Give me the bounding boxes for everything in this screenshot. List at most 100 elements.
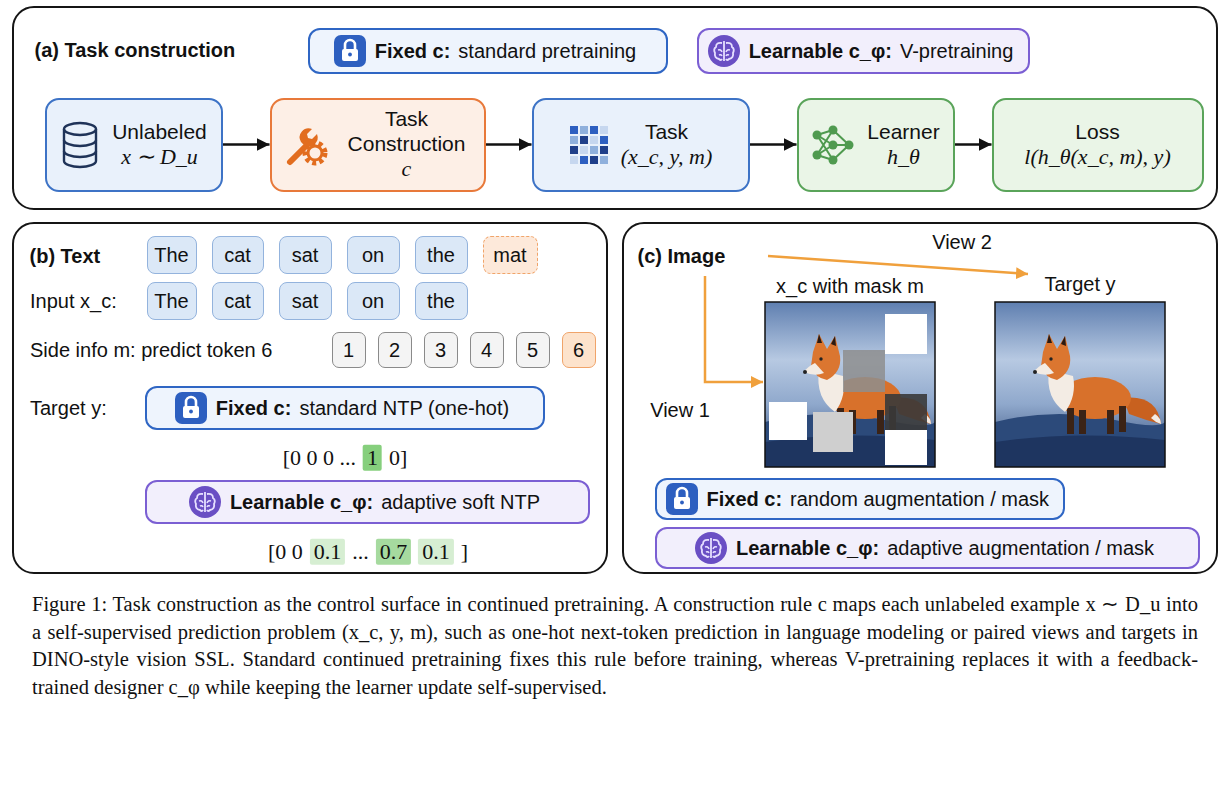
token-text: 1 <box>343 338 354 362</box>
vector-entry: ... <box>352 539 369 565</box>
learnable-rule-box: Learnable c_φ:adaptive augmentation / ma… <box>655 527 1200 569</box>
box-formula: (x_c, y, m) <box>621 144 713 170</box>
annotation-text: x_c with mask m <box>776 274 924 298</box>
annotation: Side info m: predict token 6 <box>30 338 272 362</box>
annotation: Input x_c: <box>30 289 117 313</box>
box-title: Task Construction <box>342 106 472 156</box>
rule-label: Learnable c_φ: <box>736 536 879 560</box>
rule-description: V-pretraining <box>900 39 1013 63</box>
box-title: Task <box>645 119 688 144</box>
panel-frame: Fixed c:standard pretraining Learnable c_… <box>12 6 1218 210</box>
network-icon <box>811 125 855 165</box>
annotation: View 2 <box>932 230 992 254</box>
rule-description: random augmentation / mask <box>790 487 1049 511</box>
target-vector: [0 00.1...0.70.1] <box>268 539 468 565</box>
process-box: Task Constructionc <box>270 98 486 192</box>
token-box: sat <box>279 282 332 320</box>
token-box: The <box>147 236 197 274</box>
vector-entry: ] <box>461 539 468 565</box>
fixed-rule-box: Fixed c:standard pretraining <box>308 28 668 74</box>
box-title: Unlabeled <box>112 119 207 144</box>
lock-icon <box>665 482 699 516</box>
text-column: Lossl(h_θ(x_c, m), y) <box>1024 119 1170 171</box>
token-text: The <box>154 289 188 313</box>
vector-entry: [0 0 0 ... <box>283 445 356 471</box>
annotation: x_c with mask m <box>776 274 924 298</box>
process-box: Unlabeledx ∼ D_u <box>45 98 223 192</box>
rule-label: Learnable c_φ: <box>749 39 892 63</box>
process-box: Task(x_c, y, m) <box>532 98 750 192</box>
caption-text: Figure 1: Task construction as the contr… <box>32 593 1198 698</box>
token-box: the <box>415 282 468 320</box>
vector-entry: 0] <box>389 445 407 471</box>
brain-icon <box>188 485 222 519</box>
text-column: Task(x_c, y, m) <box>621 119 713 171</box>
rule-description: standard NTP (one-hot) <box>299 396 509 420</box>
token-box: sat <box>279 236 332 274</box>
lock-icon <box>174 391 208 425</box>
panel-frame: Fixed c: random augmentation / maskLearna… <box>622 222 1218 574</box>
box-formula: c <box>402 156 412 182</box>
target-view-image <box>995 302 1166 467</box>
token-text: 2 <box>389 338 400 362</box>
figure-caption: Figure 1: Task construction as the contr… <box>32 591 1198 701</box>
annotation-text: Input x_c: <box>30 289 117 313</box>
flow-arrow <box>750 143 797 146</box>
highlighted-entry: 1 <box>363 445 382 471</box>
token-box: The <box>147 282 197 320</box>
token-box: cat <box>212 236 264 274</box>
annotation: Target y <box>1044 272 1115 296</box>
annotation-text: Target y: <box>30 396 107 420</box>
rule-label: Fixed c: <box>375 39 451 63</box>
token-text: 5 <box>527 338 538 362</box>
panel-heading: (b) Text <box>30 244 101 268</box>
annotation: View 1 <box>650 398 710 422</box>
annotation-text: View 2 <box>932 230 992 254</box>
token-text: 6 <box>573 338 584 362</box>
target-token-box: mat <box>483 236 538 274</box>
token-text: on <box>362 289 384 313</box>
annotation-text: Side info m: predict token 6 <box>30 338 272 362</box>
annotation: Target y: <box>30 396 107 420</box>
rule-label: Fixed c: <box>707 487 783 511</box>
flow-arrow <box>486 143 532 146</box>
position-box: 3 <box>424 332 458 368</box>
token-text: sat <box>292 243 319 267</box>
box-formula: h_θ <box>887 144 920 170</box>
text-column: Unlabeledx ∼ D_u <box>112 119 207 171</box>
flow-arrow <box>955 143 992 146</box>
rule-label: Fixed c: <box>216 396 292 420</box>
annotation-text: Target y <box>1044 272 1115 296</box>
token-text: the <box>427 243 455 267</box>
token-text: the <box>427 289 455 313</box>
grid-icon <box>569 125 609 165</box>
highlighted-entry: 0.7 <box>376 539 412 565</box>
token-text: 4 <box>481 338 492 362</box>
brain-icon <box>707 34 741 68</box>
token-box: on <box>347 282 400 320</box>
token-text: mat <box>493 243 526 267</box>
token-box: the <box>415 236 468 274</box>
process-box: Lossl(h_θ(x_c, m), y) <box>992 98 1204 192</box>
learnable-rule-box: Learnable c_φ:adaptive soft NTP <box>145 480 590 524</box>
highlighted-entry: 0.1 <box>418 539 454 565</box>
process-box: Learnerh_θ <box>797 98 955 192</box>
token-text: cat <box>224 289 251 313</box>
box-formula: l(h_θ(x_c, m), y) <box>1024 144 1170 170</box>
token-text: on <box>362 243 384 267</box>
target-vector: [0 0 0 ... 1 0] <box>283 445 408 471</box>
position-box: 2 <box>378 332 412 368</box>
masked-view-image <box>765 302 936 467</box>
lock-icon <box>333 34 367 68</box>
brain-icon <box>694 531 728 565</box>
panel-heading: (c) Image <box>638 244 726 268</box>
panel-heading: (a) Task construction <box>35 38 236 62</box>
token-text: 3 <box>435 338 446 362</box>
flow-arrow <box>223 143 270 146</box>
rule-label: Learnable c_φ: <box>230 490 373 514</box>
annotation-text: View 1 <box>650 398 710 422</box>
position-box: 1 <box>332 332 366 368</box>
tool-icon <box>284 122 330 168</box>
box-title: Loss <box>1075 119 1119 144</box>
highlighted-entry: 0.1 <box>310 539 346 565</box>
